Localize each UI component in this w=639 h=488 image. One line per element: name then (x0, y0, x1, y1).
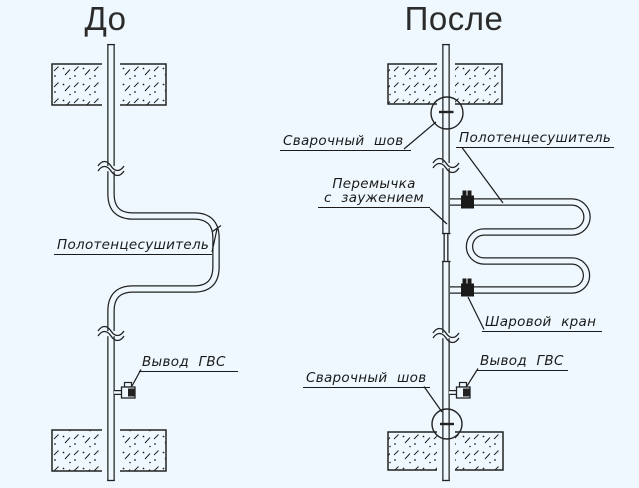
riser-with-sbend-before (107, 43, 220, 482)
riser-after (442, 43, 450, 482)
label-weld-seam-bottom: Сварочный шов (303, 371, 431, 389)
hws-outlet-fitting-before (114, 381, 136, 399)
label-bypass-line2: с заужением (323, 190, 424, 206)
leader-lines (131, 121, 504, 413)
ball-valve-top-icon (461, 190, 474, 209)
label-bypass-line1: Перемычка (332, 176, 416, 192)
hws-outlet-fitting-after (449, 381, 471, 399)
label-hws-outlet-before: Вывод ГВС (139, 355, 238, 373)
bypass-narrow-section (441, 232, 451, 263)
label-towel-dryer-after: Полотенцесушитель (456, 131, 615, 149)
label-weld-seam-top: Сварочный шов (280, 134, 412, 152)
label-ball-valve: Шаровой кран (482, 315, 603, 333)
towel-dryer-serpentine (450, 198, 591, 294)
before-title: До (84, 0, 127, 37)
label-towel-dryer-before: Полотенцесушитель (54, 238, 213, 256)
weld-seam-bottom-icon (431, 408, 463, 440)
label-bypass: Перемычка с заужением (318, 177, 430, 208)
after-title: После (404, 0, 504, 37)
label-hws-outlet-after: Вывод ГВС (477, 354, 568, 372)
ball-valve-bottom-icon (461, 278, 474, 297)
weld-seam-top-icon (430, 96, 464, 130)
pipe-break-symbols (97, 157, 460, 344)
